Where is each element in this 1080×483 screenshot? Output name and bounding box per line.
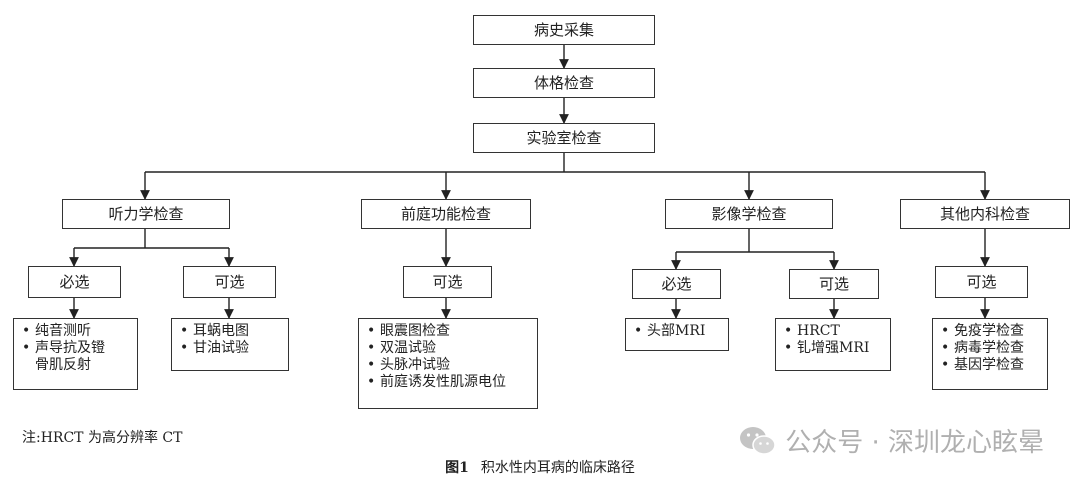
list-item: HRCT (782, 323, 884, 340)
figure-number: 图1 (445, 460, 469, 476)
list-item: 甘油试验 (178, 340, 282, 357)
list-imaging-optional: HRCT 钆增强MRI (775, 318, 891, 371)
node-history: 病史采集 (473, 15, 655, 45)
node-physical: 体格检查 (473, 68, 655, 98)
list-item: 免疫学检查 (939, 323, 1041, 340)
list-item: 双温试验 (365, 340, 531, 357)
list-item: 基因学检查 (939, 357, 1041, 374)
node-vestibular: 前庭功能检查 (361, 199, 531, 229)
node-lab: 实验室检查 (473, 123, 655, 153)
wechat-icon (740, 426, 776, 455)
list-item: 耳蜗电图 (178, 323, 282, 340)
list-internal-optional: 免疫学检查 病毒学检查 基因学检查 (932, 318, 1048, 390)
footnote: 注:HRCT 为高分辨率 CT (22, 430, 183, 446)
list-hearing-optional: 耳蜗电图 甘油试验 (171, 318, 289, 371)
list-item: 头部MRI (632, 323, 722, 340)
list-item: 纯音测听 (20, 323, 131, 340)
node-internal-optional: 可选 (935, 266, 1028, 298)
node-imaging-required: 必选 (632, 269, 721, 299)
watermark-text: 公众号 · 深圳龙心眩晕 (785, 428, 1044, 458)
node-imaging-optional: 可选 (789, 269, 879, 299)
figure-caption: 图1 积水性内耳病的临床路径 (0, 457, 1080, 477)
list-item: 病毒学检查 (939, 340, 1041, 357)
figure-title: 积水性内耳病的临床路径 (480, 460, 635, 476)
list-vestibular-optional: 眼震图检查 双温试验 头脉冲试验 前庭诱发性肌源电位 (358, 318, 538, 409)
list-imaging-required: 头部MRI (625, 318, 729, 351)
node-hearing-required: 必选 (28, 266, 121, 298)
list-item: 前庭诱发性肌源电位 (365, 374, 531, 391)
list-item: 钆增强MRI (782, 340, 884, 357)
node-imaging: 影像学检查 (665, 199, 833, 229)
node-hearing-optional: 可选 (183, 266, 276, 298)
watermark: 公众号 · 深圳龙心眩晕 (739, 422, 1044, 459)
node-internal: 其他内科检查 (900, 199, 1070, 229)
node-vestibular-optional: 可选 (403, 266, 492, 298)
list-item: 眼震图检查 (365, 323, 531, 340)
node-hearing: 听力学检查 (62, 199, 230, 229)
list-item: 头脉冲试验 (365, 357, 531, 374)
